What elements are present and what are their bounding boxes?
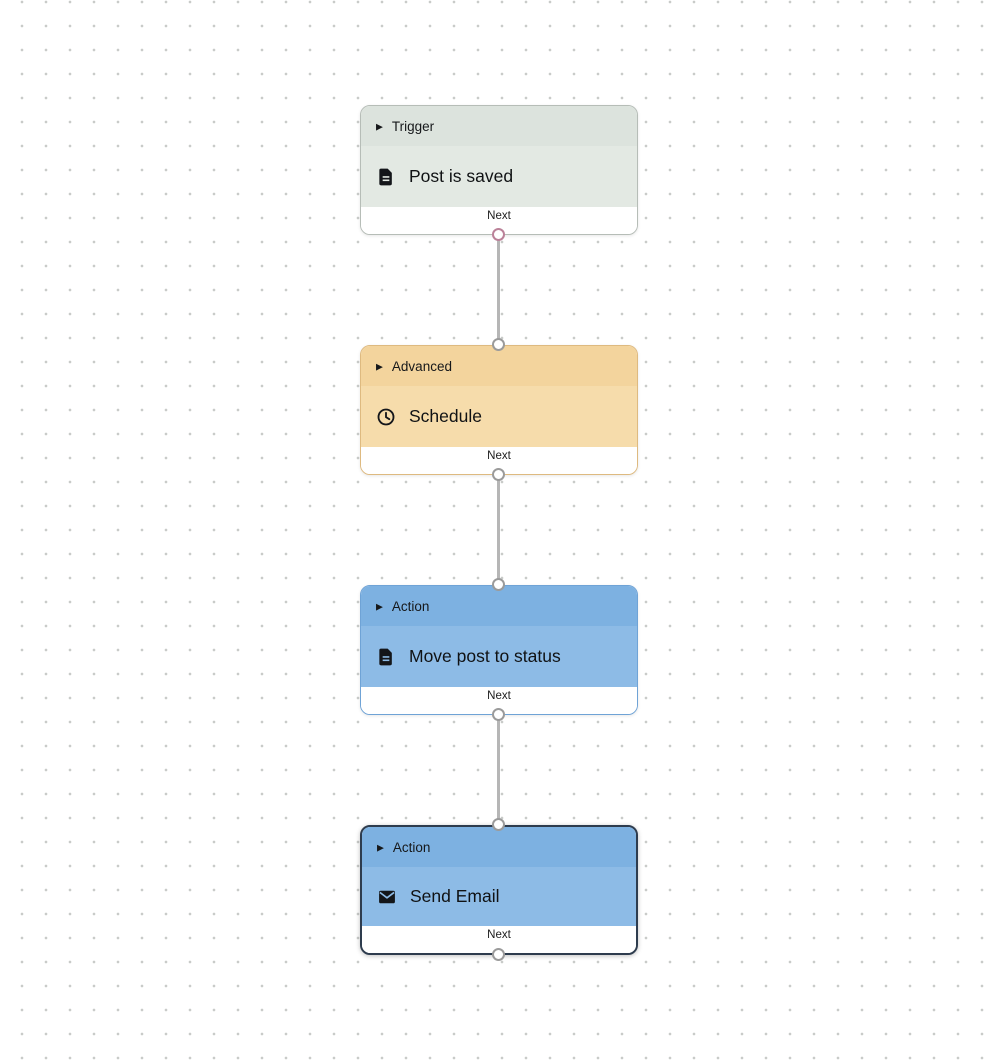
clock-icon [376,407,396,427]
output-port[interactable] [492,948,505,961]
collapse-triangle-icon[interactable]: ▶ [376,601,383,611]
node-title: Post is saved [409,166,514,186]
envelope-icon [377,887,397,907]
input-port[interactable] [492,818,505,831]
node-trigger-post-is-saved[interactable]: ▶ Trigger Post is saved Next [360,105,638,235]
connection-line [497,235,500,345]
document-icon [376,167,396,187]
node-category-label: Action [391,598,430,614]
node-header[interactable]: ▶ Advanced [361,346,637,386]
next-label: Next [487,450,511,462]
node-title: Schedule [409,406,482,426]
output-port[interactable] [492,468,505,481]
node-body: Post is saved [361,146,637,207]
node-body: Move post to status [361,626,637,687]
connection-line [497,715,500,825]
node-header[interactable]: ▶ Action [362,827,636,867]
node-category-label: Advanced [391,358,452,374]
node-action-send-email[interactable]: ▶ Action Send Email Next [360,825,638,955]
output-port[interactable] [492,228,505,241]
node-title: Send Email [410,886,500,906]
next-label: Next [487,210,511,222]
input-port[interactable] [492,578,505,591]
node-category-label: Trigger [391,118,435,134]
node-advanced-schedule[interactable]: ▶ Advanced Schedule Next [360,345,638,475]
collapse-triangle-icon[interactable]: ▶ [376,361,383,371]
node-category-label: Action [392,839,431,855]
node-action-move-post-to-status[interactable]: ▶ Action Move post to status Next [360,585,638,715]
input-port[interactable] [492,338,505,351]
collapse-triangle-icon[interactable]: ▶ [377,842,384,852]
node-title: Move post to status [409,646,561,666]
connection-line [497,475,500,585]
node-body: Schedule [361,386,637,447]
next-label: Next [487,929,511,941]
document-icon [376,647,396,667]
next-label: Next [487,690,511,702]
node-header[interactable]: ▶ Trigger [361,106,637,146]
node-body: Send Email [362,867,636,926]
node-header[interactable]: ▶ Action [361,586,637,626]
output-port[interactable] [492,708,505,721]
collapse-triangle-icon[interactable]: ▶ [376,121,383,131]
